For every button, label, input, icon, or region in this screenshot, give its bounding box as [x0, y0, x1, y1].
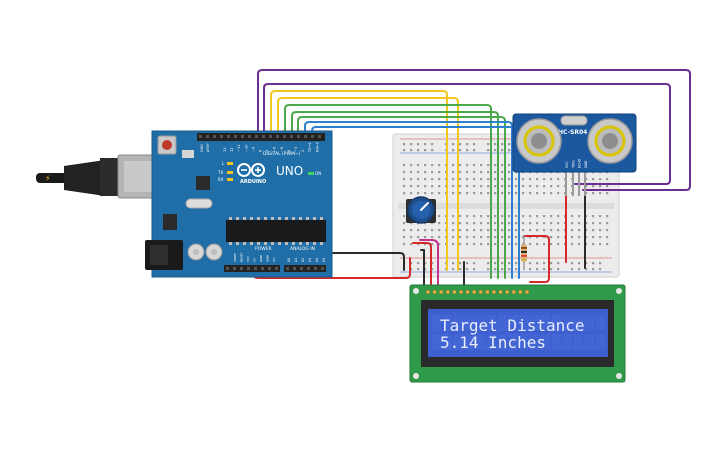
- digital-pin-label: 2: [301, 150, 305, 152]
- board-model: UNO: [276, 164, 303, 178]
- power-pin-label: RESET: [240, 252, 244, 262]
- sensor-pin-label: ECHO: [578, 158, 582, 168]
- sensor-pin-label: TRIG: [571, 160, 575, 169]
- power-header: [224, 265, 280, 272]
- resistor[interactable]: [521, 235, 527, 270]
- wire-red-pot: [412, 242, 432, 293]
- wire-yellow-2: [277, 97, 459, 271]
- power-pin-label: 5V: [253, 257, 257, 262]
- digital-pin-label: ~3: [294, 147, 298, 152]
- arduino-brand: ARDUINO: [240, 179, 266, 185]
- digital-pin-label: ~11: [237, 144, 241, 152]
- gnd-label: GND: [200, 144, 204, 152]
- wire-magenta-pot: [419, 239, 439, 293]
- analog-pin-label: A0: [287, 258, 291, 262]
- wire-purple-inner: [263, 83, 671, 185]
- digital-pin-label: 13: [223, 147, 227, 152]
- digital-pin-label: 8: [259, 149, 263, 152]
- analog-pin-label: A2: [301, 258, 305, 262]
- digital-pin-label: ~5: [280, 147, 284, 152]
- digital-pin-label: ~10: [244, 144, 248, 152]
- atmega-chip: [226, 220, 326, 242]
- voltage-regulator: [163, 214, 177, 230]
- wire-yellow-1: [270, 90, 448, 271]
- usb-cable: [36, 173, 68, 183]
- crystal: [185, 198, 213, 209]
- digital-pin-label: ~9: [251, 146, 255, 152]
- power-pin-label: Vin: [272, 257, 276, 262]
- power-led: [308, 172, 314, 175]
- led-tx: [227, 171, 233, 174]
- on-label: ON: [315, 171, 321, 176]
- wire-purple-outer: [257, 69, 691, 191]
- wire-red-resistor: [524, 235, 550, 283]
- power-pin-label: GND: [266, 254, 270, 262]
- led-rx-label: RX: [218, 177, 224, 182]
- sensor-pin-label: GND: [584, 160, 588, 168]
- led-l-label: L: [222, 161, 225, 166]
- analog-pin-label: A1: [294, 258, 298, 262]
- lcd-line-2: 5.14 Inches: [440, 333, 546, 352]
- sensor-pin-label: VCC: [565, 161, 569, 168]
- digital-pin-label: 7: [266, 150, 270, 152]
- lightning-icon: ⚡: [45, 174, 51, 183]
- digital-pin-label: TX→1: [308, 142, 312, 153]
- digital-pin-label: 12: [230, 147, 234, 152]
- lcd-display[interactable]: Target Distance 5.14 Inches: [409, 284, 626, 383]
- arduino-logo-icon: [237, 163, 265, 177]
- led-l: [227, 162, 233, 165]
- analog-pin-label: A4: [315, 258, 319, 262]
- lcd-line-1: Target Distance: [440, 316, 585, 335]
- analog-header: [284, 265, 326, 272]
- sensor-label: HC-SR04: [558, 129, 587, 136]
- digital-pin-label: 4: [287, 149, 291, 152]
- transducer-right: [587, 118, 633, 164]
- potentiometer[interactable]: [406, 196, 436, 224]
- power-label: POWER: [255, 246, 272, 252]
- analog-pin-label: A3: [308, 258, 312, 262]
- crystal-oscillator: [560, 115, 588, 126]
- digital-pin-label: ~6: [273, 146, 277, 152]
- wire-black-gnd: [321, 252, 405, 271]
- led-rx: [227, 178, 233, 181]
- aref-label: AREF: [206, 143, 210, 152]
- wire-black-pot: [420, 249, 425, 293]
- transducer-left: [516, 118, 562, 164]
- power-pin-label: 3V3: [246, 256, 250, 262]
- digital-header: [197, 133, 325, 141]
- usb-chip: [196, 176, 210, 190]
- icsp-header: [182, 150, 194, 158]
- analog-label: ANALOG IN: [290, 246, 315, 252]
- wire-green-3: [297, 116, 506, 279]
- led-tx-label: TX: [217, 170, 223, 175]
- digital-pin-label: RX←0: [315, 141, 319, 152]
- power-pin-label: IOREF: [233, 253, 237, 262]
- wire-green-1: [284, 104, 492, 279]
- digital-header-label: DIGITAL (PWM~): [263, 151, 301, 157]
- analog-pin-label: A5: [322, 258, 326, 262]
- power-pin-label: GND: [259, 254, 263, 262]
- wire-green-2: [291, 111, 499, 279]
- wire-blue-1: [304, 121, 513, 279]
